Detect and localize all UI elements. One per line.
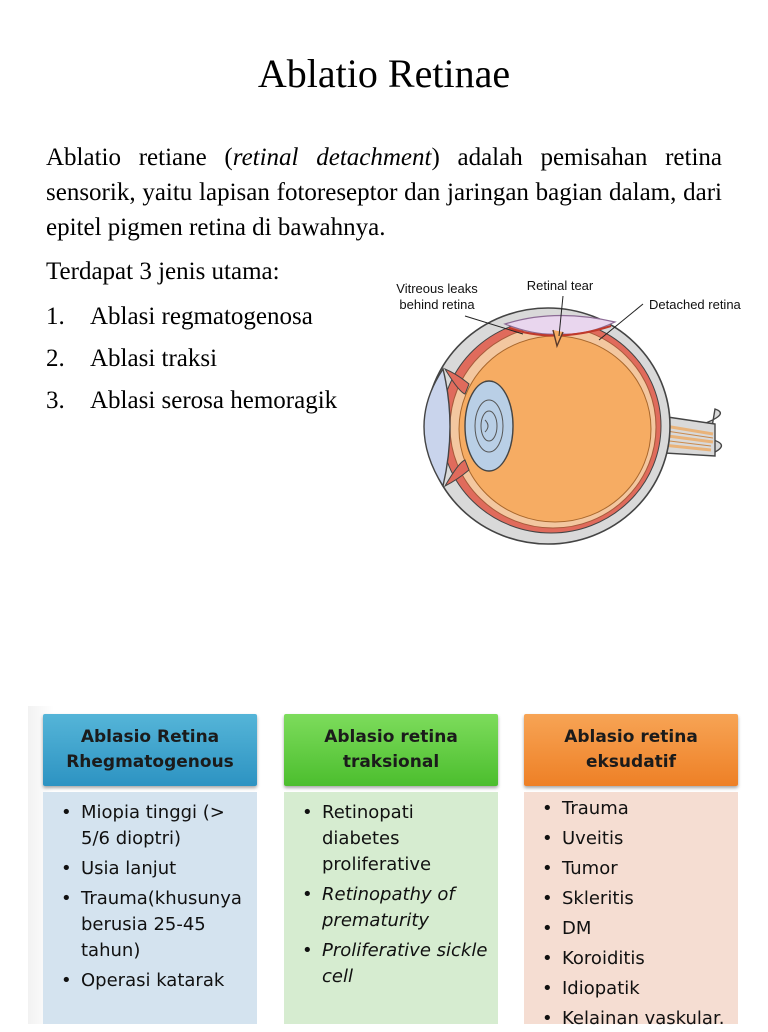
header-line: Ablasio retina	[564, 727, 698, 747]
types-heading: Terdapat 3 jenis utama:	[46, 258, 280, 285]
intro-paragraph: Ablatio retiane (retinal detachment) ada…	[46, 140, 722, 245]
list-item: Koroiditis	[542, 946, 732, 972]
list-number: 1.	[46, 303, 65, 330]
list-item: Miopia tinggi (> 5/6 dioptri)	[61, 800, 251, 852]
list-item: Skleritis	[542, 886, 732, 912]
list-number: 2.	[46, 345, 65, 372]
header-line: Ablasio Retina	[80, 727, 220, 747]
intro-italic-term: retinal detachment	[232, 144, 432, 171]
retinal-tear	[552, 329, 564, 349]
column-eksudatif: Ablasio retina eksudatif Trauma Uveitis T…	[524, 714, 738, 1032]
column-header: Ablasio retina eksudatif	[524, 714, 738, 786]
types-list-item: 2. Ablasi traksi	[46, 338, 337, 380]
list-label: Ablasi serosa hemoragik	[90, 387, 338, 414]
label-vitreous-leaks: Vitreous leaks	[396, 281, 478, 296]
column-body: Trauma Uveitis Tumor Skleritis DM Koroid…	[524, 792, 738, 1032]
list-item: Operasi katarak	[61, 968, 251, 994]
list-label: Ablasi regmatogenosa	[90, 303, 313, 330]
types-list-item: 3. Ablasi serosa hemoragik	[46, 380, 337, 422]
cornea	[423, 367, 451, 488]
list-item: Trauma	[542, 796, 732, 822]
header-line: Ablasio retina	[324, 727, 458, 747]
column-body: Miopia tinggi (> 5/6 dioptri) Usia lanju…	[43, 792, 257, 1024]
column-header: Ablasio retina traksional	[284, 714, 498, 786]
slide-title: Ablatio Retinae	[257, 51, 511, 96]
list-item: Uveitis	[542, 826, 732, 852]
header-line: Rhegmatogenous	[66, 752, 234, 772]
list-item: Kelainan vaskular.	[542, 1006, 732, 1032]
types-list: 1. Ablasi regmatogenosa 2. Ablasi traksi 3…	[46, 296, 337, 422]
column-body: Retinopati diabetes proliferative Retino…	[284, 792, 498, 1024]
types-list-item: 1. Ablasi regmatogenosa	[46, 296, 337, 338]
list-item: Retinopathy of prematurity	[302, 882, 492, 934]
list-item: Proliferative sickle cell	[302, 938, 492, 990]
column-traksional: Ablasio retina traksional Retinopati diab…	[284, 714, 498, 1024]
list-item: Idiopatik	[542, 976, 732, 1002]
header-line: eksudatif	[585, 752, 677, 772]
intro-text-2: ) adalah pemisahan retina sensorik, yait…	[46, 144, 722, 241]
list-item: Tumor	[542, 856, 732, 882]
intro-text-1: Ablatio retiane (	[46, 144, 233, 171]
label-detached-retina: Detached retina	[649, 297, 742, 312]
list-item: Usia lanjut	[61, 856, 251, 882]
list-item: Retinopati diabetes proliferative	[302, 800, 492, 878]
header-line: traksional	[342, 752, 440, 772]
label-behind-retina: behind retina	[399, 297, 475, 312]
lens	[464, 380, 514, 472]
list-item: DM	[542, 916, 732, 942]
label-retinal-tear: Retinal tear	[527, 278, 594, 293]
list-number: 3.	[46, 387, 65, 414]
list-label: Ablasi traksi	[90, 345, 218, 372]
list-item: Trauma(khusunya berusia 25-45 tahun)	[61, 886, 251, 964]
eye-detachment-diagram: Vitreous leaks behind retina Retinal tea…	[396, 278, 742, 545]
